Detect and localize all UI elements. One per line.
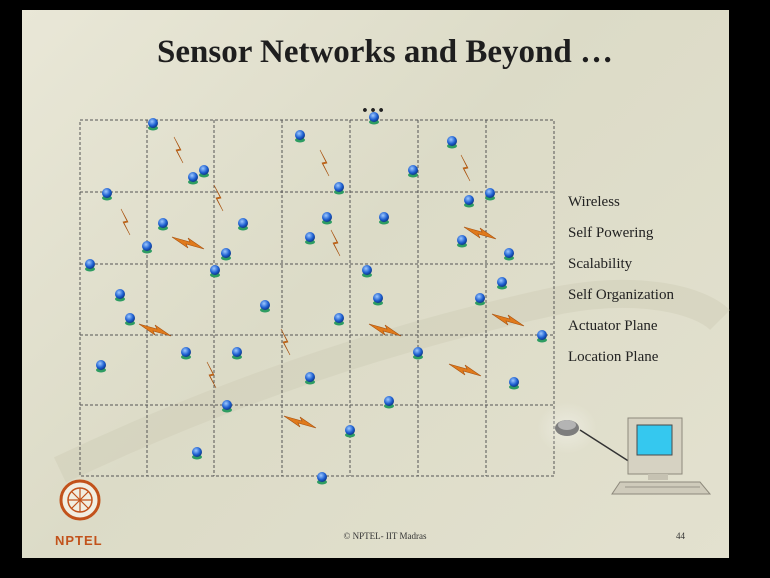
sensor-node-icon: [345, 425, 355, 438]
copyright-text: © NPTEL- IIT Madras: [343, 531, 427, 541]
feature-item: Wireless: [568, 194, 620, 210]
lightning-bolt-icon: [491, 313, 525, 327]
sensor-node-icon: [384, 396, 394, 409]
lightning-bolt-icon: [138, 323, 172, 337]
sensor-node-icon: [192, 447, 202, 460]
computer-icon: [611, 417, 712, 495]
ellipsis-text: …: [361, 92, 386, 118]
lightning-bolt-icon: [280, 328, 291, 356]
sensor-node-icon: [222, 400, 232, 413]
sensor-node-icon: [504, 248, 514, 261]
sensor-node-icon: [199, 165, 209, 178]
sensor-node-icon: [537, 330, 547, 343]
sensor-nodes: [85, 112, 547, 485]
slide-number: 44: [676, 531, 685, 541]
sensor-node-icon: [334, 182, 344, 195]
lightning-bolt-icon: [460, 154, 471, 182]
sensor-node-icon: [413, 347, 423, 360]
sensor-node-icon: [464, 195, 474, 208]
sensor-node-icon: [373, 293, 383, 306]
lightning-bolt-icon: [330, 229, 341, 257]
sensor-node-icon: [148, 118, 158, 131]
sensor-node-icon: [379, 212, 389, 225]
lightning-bolt-icon: [213, 184, 224, 212]
sensor-node-icon: [322, 212, 332, 225]
sensor-node-icon: [334, 313, 344, 326]
sensor-node-icon: [125, 313, 135, 326]
nptel-logo-text: NPTEL: [55, 533, 103, 548]
lightning-bolt-icon: [368, 323, 402, 337]
sensor-node-icon: [369, 112, 379, 125]
sensor-node-icon: [295, 130, 305, 143]
network-cable: [579, 429, 631, 463]
sensor-node-icon: [362, 265, 372, 278]
slide: [22, 10, 729, 558]
sensor-node-icon: [457, 235, 467, 248]
sensor-node-icon: [221, 248, 231, 261]
lightning-bolt-icon: [173, 136, 184, 164]
lightning-bolt-icon: [463, 226, 497, 240]
lightning-bolt-icon: [206, 361, 217, 389]
lightning-bolt-icon: [283, 415, 317, 429]
sensor-node-icon: [158, 218, 168, 231]
sensor-node-icon: [210, 265, 220, 278]
lightning-bolt-icon: [319, 149, 330, 177]
sensor-node-icon: [85, 259, 95, 272]
feature-item: Self Organization: [568, 287, 674, 303]
sensor-node-icon: [497, 277, 507, 290]
sensor-node-icon: [305, 372, 315, 385]
sensor-node-icon: [232, 347, 242, 360]
sensor-node-icon: [447, 136, 457, 149]
wireless-bolts: [120, 136, 525, 429]
sensor-node-icon: [485, 188, 495, 201]
lightning-bolt-icon: [171, 236, 205, 250]
sensor-node-icon: [260, 300, 270, 313]
lightning-bolt-icon: [448, 363, 482, 377]
sensor-node-icon: [115, 289, 125, 302]
sensor-node-icon: [181, 347, 191, 360]
feature-item: Scalability: [568, 256, 633, 272]
sensor-node-icon: [408, 165, 418, 178]
sensor-node-icon: [509, 377, 519, 390]
sensor-node-icon: [238, 218, 248, 231]
sensor-node-icon: [188, 172, 198, 185]
nptel-logo: [59, 479, 101, 521]
sensor-node-icon: [142, 241, 152, 254]
background-swirl: [54, 279, 730, 483]
feature-list: Wireless Self Powering Scalability Self …: [568, 192, 674, 378]
grid: [79, 119, 555, 477]
access-point: [537, 402, 597, 454]
feature-item: Location Plane: [568, 349, 659, 365]
feature-item: Actuator Plane: [568, 318, 658, 334]
sensor-node-icon: [96, 360, 106, 373]
feature-item: Self Powering: [568, 225, 654, 241]
sensor-node-icon: [317, 472, 327, 485]
lightning-bolt-icon: [120, 208, 131, 236]
sensor-node-icon: [305, 232, 315, 245]
slide-title: Sensor Networks and Beyond …: [157, 34, 613, 70]
sensor-node-icon: [102, 188, 112, 201]
grid-border: [79, 119, 555, 477]
sensor-node-icon: [475, 293, 485, 306]
